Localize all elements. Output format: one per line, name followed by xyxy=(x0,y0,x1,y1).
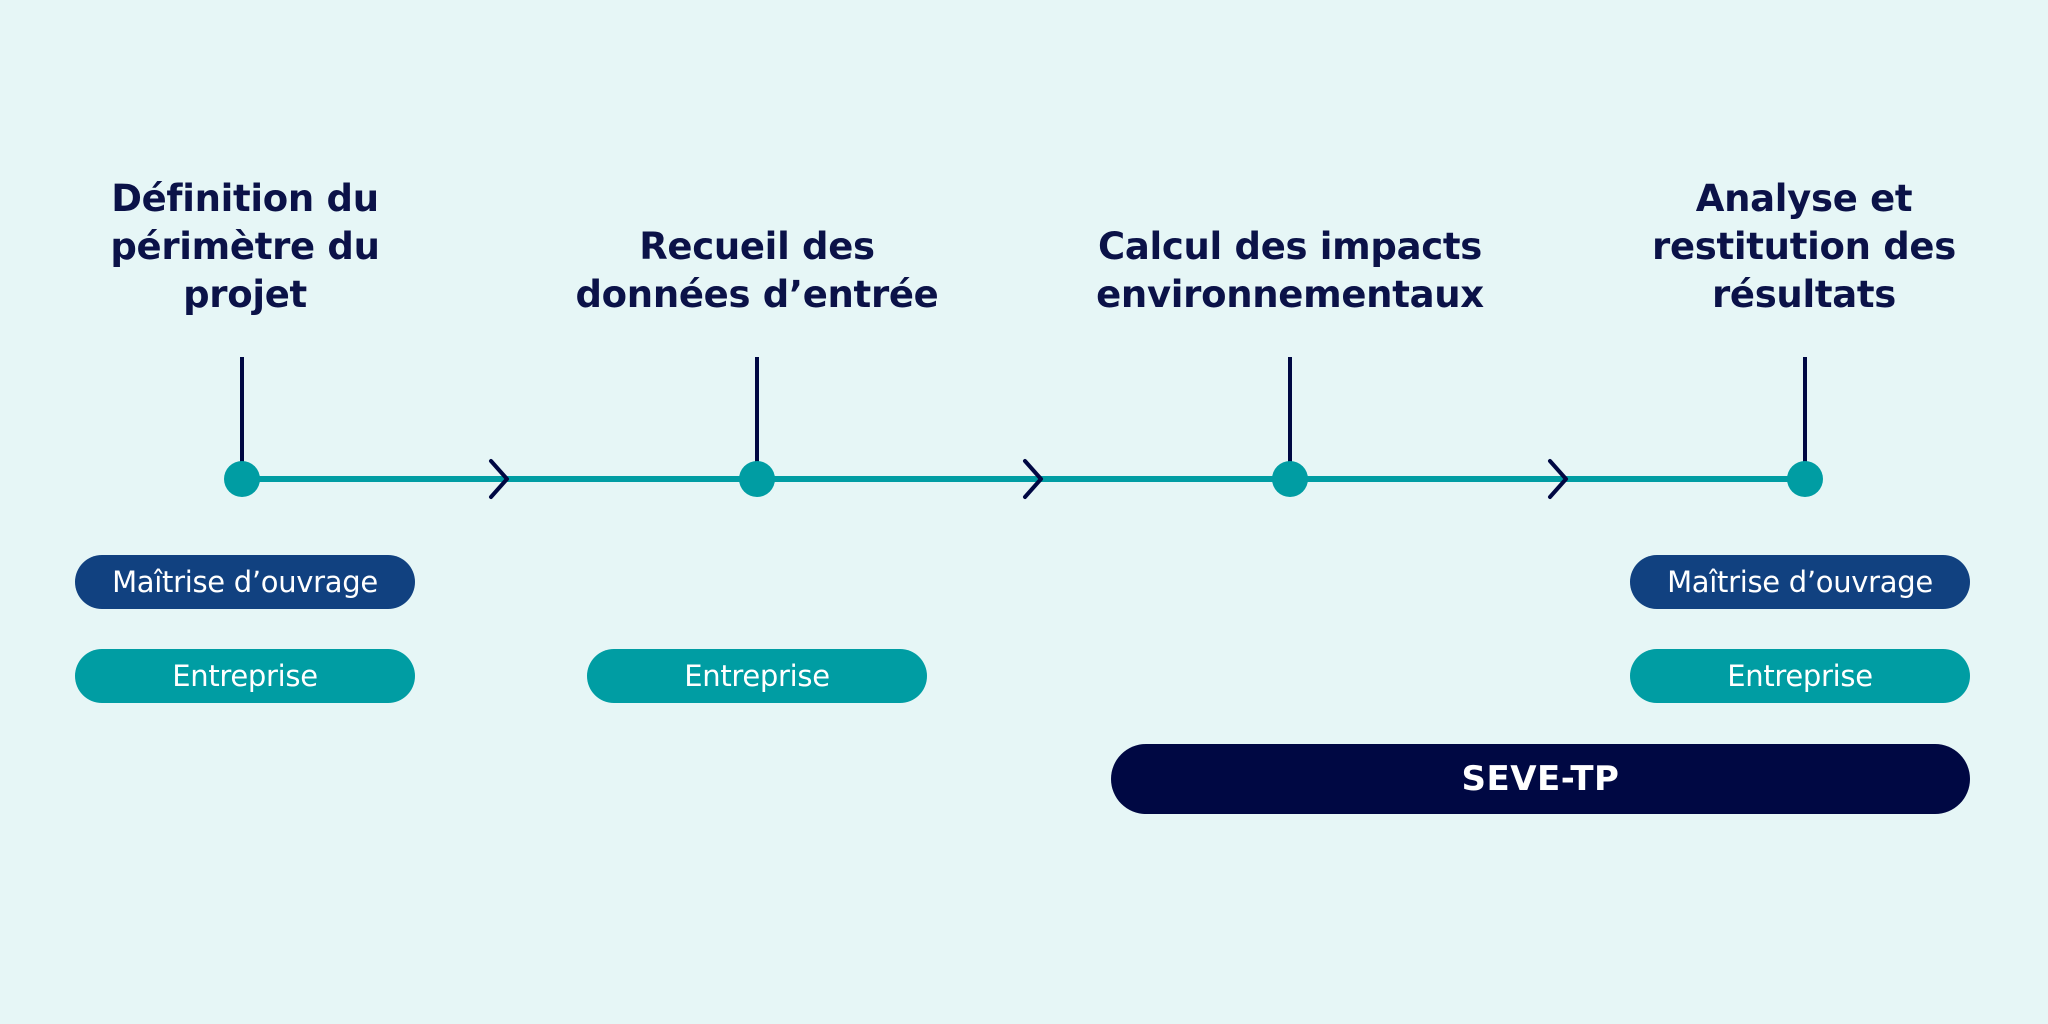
arrow-3-icon xyxy=(1548,459,1568,499)
arrow-2-icon xyxy=(1023,459,1043,499)
step-2-title: Recueil des données d’entrée xyxy=(575,225,939,316)
arrow-1-icon xyxy=(489,459,509,499)
step-2-entreprise-badge: Entreprise xyxy=(587,649,927,703)
step-1-dot xyxy=(224,461,260,497)
step-3-dot xyxy=(1272,461,1308,497)
seve-tp-badge: SEVE-TP xyxy=(1111,744,1970,814)
step-2-dot xyxy=(739,461,775,497)
step-1-moa-badge: Maîtrise d’ouvrage xyxy=(75,555,415,609)
step-4-entreprise-badge: Entreprise xyxy=(1630,649,1970,703)
step-4-moa-badge: Maîtrise d’ouvrage xyxy=(1630,555,1970,609)
step-4-title: Analyse et restitution des résultats xyxy=(1652,177,1956,316)
step-1-entreprise-badge: Entreprise xyxy=(75,649,415,703)
step-3-title: Calcul des impacts environnementaux xyxy=(1096,225,1484,316)
step-4-dot xyxy=(1787,461,1823,497)
step-1-title: Définition du périmètre du projet xyxy=(110,177,380,316)
